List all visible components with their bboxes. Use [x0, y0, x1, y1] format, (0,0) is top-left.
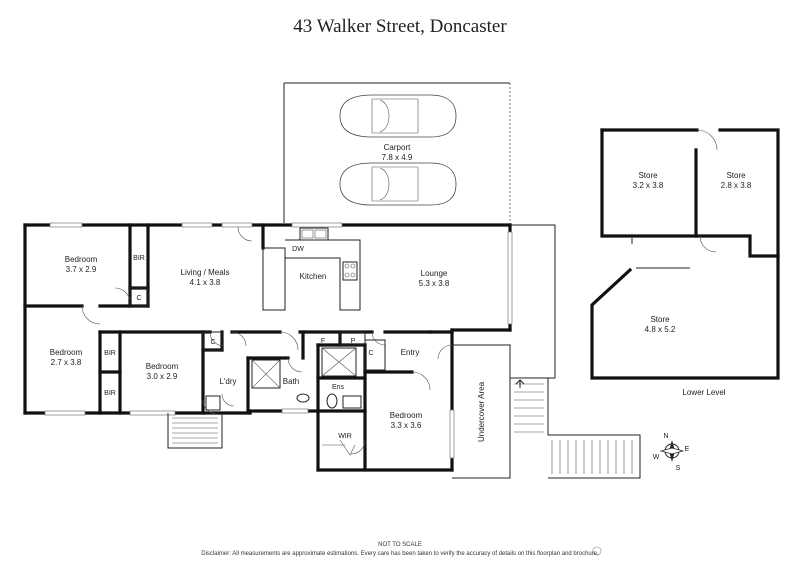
compass-icon: [659, 440, 685, 462]
room-name: Store: [726, 171, 746, 180]
plan-title: 43 Walker Street, Doncaster: [293, 16, 507, 37]
house-walls: [23, 223, 512, 472]
car-icon: [339, 94, 457, 138]
room-dimensions: 3.3 x 3.6: [391, 421, 422, 430]
room-dimensions: 2.8 x 3.8: [721, 181, 752, 190]
room-dimensions: 3.2 x 3.8: [633, 181, 664, 190]
cupboards: [129, 287, 386, 371]
compass-east: E: [685, 446, 690, 453]
pantry-label: P: [351, 338, 356, 345]
cupboard-label: C: [210, 339, 215, 346]
room-name: Bedroom: [146, 362, 179, 371]
room-name: Bedroom: [50, 348, 83, 357]
room-dimensions: 4.1 x 3.8: [190, 278, 221, 287]
room-name: Carport: [384, 143, 411, 152]
dishwasher-label: DW: [292, 246, 304, 253]
compass-west: W: [653, 454, 660, 461]
room-name: Store: [638, 171, 658, 180]
room-dimensions: 2.7 x 3.8: [51, 358, 82, 367]
bathroom-fixtures: [205, 347, 362, 456]
kitchen-fixtures: [262, 227, 361, 311]
room-dimensions: 5.3 x 3.8: [419, 279, 450, 288]
car-icon: [339, 162, 457, 206]
room-name: Undercover Area: [477, 381, 486, 442]
room-name: Living / Meals: [181, 268, 230, 277]
room-name: L'dry: [219, 377, 236, 386]
room-dimensions: 4.8 x 5.2: [645, 325, 676, 334]
lower-level-label: Lower Level: [682, 388, 725, 397]
lower-level-walls: [590, 128, 780, 380]
compass-south: S: [676, 465, 681, 472]
room-name: Bath: [283, 377, 299, 386]
room-name: Bedroom: [390, 411, 423, 420]
cupboard-label: C: [368, 350, 373, 357]
brand-mark-icon: [592, 546, 602, 556]
cupboard-label: C: [136, 295, 141, 302]
windows: [44, 222, 513, 459]
fridge-label: F: [321, 338, 325, 345]
carport-area: [283, 82, 511, 223]
room-name: WIR: [338, 433, 352, 440]
room-name: Lounge: [421, 269, 448, 278]
compass-north: N: [663, 433, 668, 440]
bir-label: BIR: [104, 390, 116, 397]
bir-label: BIR: [104, 350, 116, 357]
room-name: Kitchen: [300, 272, 327, 281]
bir-label: BIR: [133, 255, 145, 262]
front-steps: [167, 413, 223, 449]
not-to-scale-note: NOT TO SCALE: [378, 542, 422, 548]
room-name: Store: [650, 315, 670, 324]
room-dimensions: 3.7 x 2.9: [66, 265, 97, 274]
room-name: Bedroom: [65, 255, 98, 264]
room-name: Entry: [401, 348, 420, 357]
disclaimer: Disclaimer: All measurements are approxi…: [201, 551, 599, 557]
room-dimensions: 3.0 x 2.9: [147, 372, 178, 381]
room-name: Ens: [332, 384, 345, 391]
undercover-area: [452, 224, 641, 479]
room-dimensions: 7.8 x 4.9: [382, 153, 413, 162]
